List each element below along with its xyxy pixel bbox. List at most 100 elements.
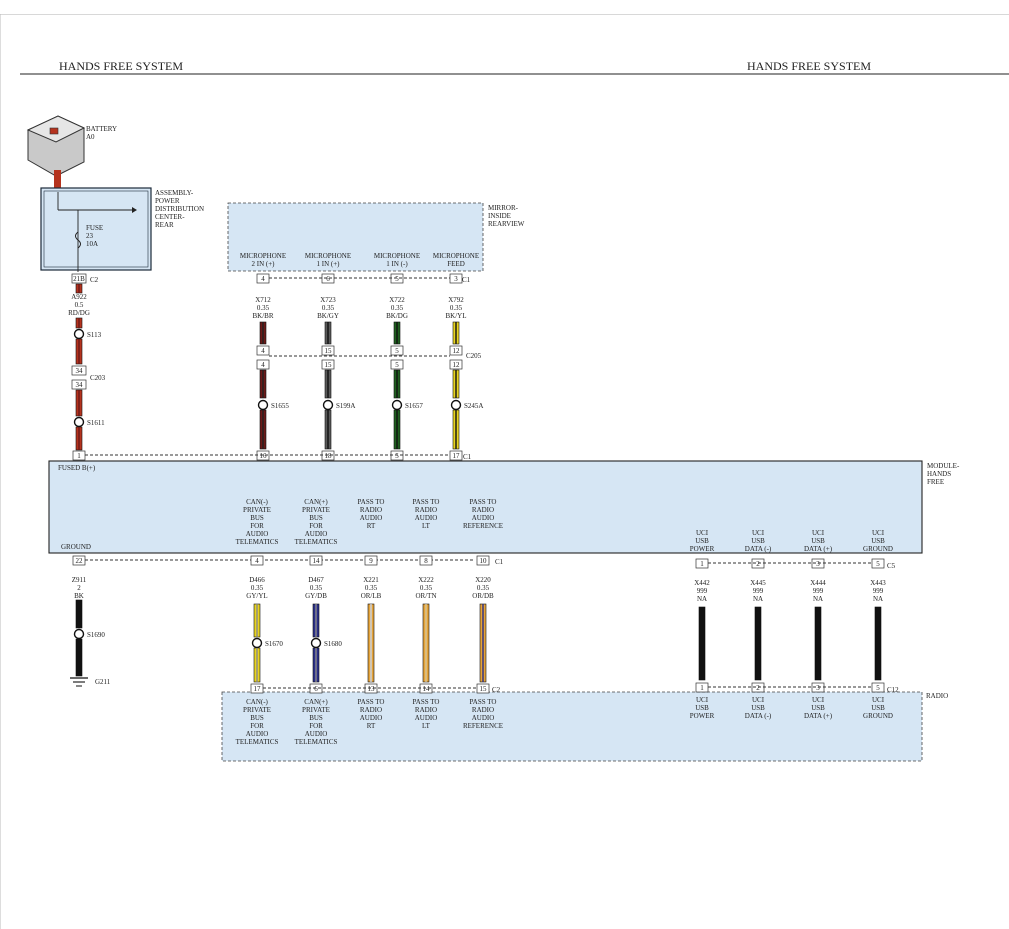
mic-mirror-pin-label: 5 bbox=[395, 275, 399, 283]
usb-radio-pin bbox=[811, 682, 825, 693]
module-label: HANDS bbox=[927, 470, 951, 478]
usb-module-pin bbox=[695, 558, 709, 569]
c203-pin-bottom-label: 34 bbox=[76, 381, 84, 389]
mic-mirror-pin-label: 4 bbox=[261, 275, 265, 283]
usb-radio-label: DATA (+) bbox=[804, 712, 833, 720]
pdc-fuse-label: 23 bbox=[86, 232, 94, 240]
pdc-fuse-label: FUSE bbox=[86, 224, 103, 232]
audio-radio-label: PASS TO bbox=[470, 698, 497, 706]
mic-splice-label: S245A bbox=[464, 402, 483, 410]
usb-wire-code: NA bbox=[813, 595, 823, 603]
power-splice bbox=[73, 328, 85, 340]
module-power-pin bbox=[72, 450, 86, 461]
audio-module-label: PASS TO bbox=[413, 498, 440, 506]
c203-pin-bottom bbox=[71, 379, 87, 390]
usb-module-label: UCI bbox=[872, 529, 885, 537]
usb-radio-label: DATA (-) bbox=[745, 712, 772, 720]
audio-wire-code: GY/YL bbox=[246, 592, 267, 600]
usb-module-label: UCI bbox=[812, 529, 825, 537]
audio-module-label: TELEMATICS bbox=[295, 538, 338, 546]
mic-module-pin-label: 5 bbox=[395, 452, 399, 460]
pdc-label: CENTER- bbox=[155, 213, 185, 221]
module-power-pin-label: 1 bbox=[77, 452, 81, 460]
pdc-label: DISTRIBUTION bbox=[155, 205, 204, 213]
mic-mirror-pin bbox=[390, 273, 404, 284]
audio-wire-code: 0.35 bbox=[251, 584, 264, 592]
c205-pin-bottom bbox=[256, 359, 270, 370]
mic-mirror-label: MICROPHONE bbox=[374, 252, 420, 260]
usb-module-pin bbox=[811, 558, 825, 569]
usb-wire-code: 999 bbox=[697, 587, 708, 595]
audio-wire-code: X222 bbox=[418, 576, 434, 584]
pdc-label: POWER bbox=[155, 197, 180, 205]
audio-radio-label: RADIO bbox=[360, 706, 382, 714]
usb-radio-pin bbox=[695, 682, 709, 693]
audio-wire-code: 0.35 bbox=[420, 584, 433, 592]
mic-mirror-pin-label: 6 bbox=[326, 275, 330, 283]
audio-module-label: RADIO bbox=[415, 506, 437, 514]
ground-pin bbox=[72, 555, 86, 566]
audio-module-label: PRIVATE bbox=[243, 506, 271, 514]
audio-radio-pin bbox=[419, 683, 433, 694]
pdc-fuse-label: 10A bbox=[86, 240, 98, 248]
audio-radio-pin-label: 13 bbox=[368, 685, 376, 693]
c205-pin-bottom bbox=[390, 359, 404, 370]
mic-wire-code: BK/GY bbox=[317, 312, 339, 320]
audio-module-label: TELEMATICS bbox=[236, 538, 279, 546]
audio-radio-pin-label: 17 bbox=[254, 685, 262, 693]
usb-module-label: UCI bbox=[696, 529, 709, 537]
audio-module-pin bbox=[476, 555, 490, 566]
mic-wire-code: 0.35 bbox=[257, 304, 270, 312]
usb-wire bbox=[698, 606, 706, 681]
ground-wire-code: Z911 bbox=[72, 576, 87, 584]
audio-wire-code: 0.35 bbox=[365, 584, 378, 592]
mirror-label: REARVIEW bbox=[488, 220, 525, 228]
audio-radio-label: CAN(+) bbox=[304, 698, 328, 706]
audio-module-pin-label: 14 bbox=[313, 557, 321, 565]
audio-radio-label: BUS bbox=[309, 714, 323, 722]
audio-module-label: FOR bbox=[309, 522, 323, 530]
battery-terminal-icon bbox=[49, 127, 59, 135]
audio-radio-pin bbox=[309, 683, 323, 694]
ground-wire-code: 2 bbox=[77, 584, 81, 592]
mic-module-pin bbox=[321, 450, 335, 461]
audio-radio-label: AUDIO bbox=[305, 730, 328, 738]
audio-module-pin-label: 10 bbox=[480, 557, 488, 565]
usb-module-label: GROUND bbox=[863, 545, 893, 553]
module-label: FREE bbox=[927, 478, 944, 486]
mic-module-pin-label: 18 bbox=[325, 452, 333, 460]
audio-module-label: RADIO bbox=[360, 506, 382, 514]
pdc-pin bbox=[71, 273, 87, 284]
audio-module-label: CAN(+) bbox=[304, 498, 328, 506]
audio-radio-label: PASS TO bbox=[358, 698, 385, 706]
ground-wire bbox=[75, 599, 83, 629]
usb-radio-label: UCI bbox=[872, 696, 885, 704]
mirror-box bbox=[227, 202, 484, 272]
usb-module-label: USB bbox=[751, 537, 765, 545]
audio-radio-label: PRIVATE bbox=[243, 706, 271, 714]
audio-wire-code: 0.35 bbox=[477, 584, 490, 592]
pdc-label: REAR bbox=[155, 221, 174, 229]
mirror-label: MIRROR- bbox=[488, 204, 519, 212]
usb-wire-code: 999 bbox=[753, 587, 764, 595]
ground-wire-code: BK bbox=[74, 592, 84, 600]
mic-mirror-label: FEED bbox=[447, 260, 465, 268]
audio-radio-label: TELEMATICS bbox=[236, 738, 279, 746]
mic-mirror-label: MICROPHONE bbox=[305, 252, 351, 260]
audio-splice bbox=[310, 637, 322, 649]
usb-module-pin bbox=[751, 558, 765, 569]
audio-wire-code: OR/TN bbox=[416, 592, 437, 600]
c205-pin-bottom bbox=[321, 359, 335, 370]
usb-radio-label: GROUND bbox=[863, 712, 893, 720]
audio-module-label: BUS bbox=[250, 514, 264, 522]
power-splice-label: S1611 bbox=[87, 419, 105, 427]
power-splice-label: S113 bbox=[87, 331, 102, 339]
usb-module-label: USB bbox=[811, 537, 825, 545]
usb-wire-code: X442 bbox=[694, 579, 710, 587]
c205-pin-top bbox=[449, 345, 463, 356]
usb-radio-label: POWER bbox=[690, 712, 715, 720]
mic-splice bbox=[257, 399, 269, 411]
mirror-connector-label: C1 bbox=[462, 276, 471, 284]
audio-radio-pin-label: 6 bbox=[314, 685, 318, 693]
usb-radio-label: USB bbox=[751, 704, 765, 712]
